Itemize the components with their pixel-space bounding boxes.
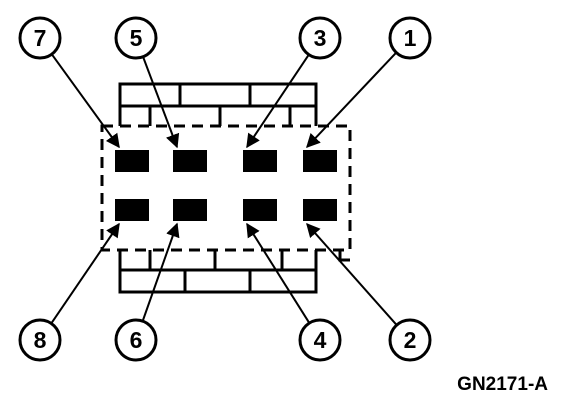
pin-callout-circle — [114, 318, 158, 362]
leader-arrow-pin-5 — [142, 56, 180, 149]
pin-number-label: 2 — [404, 327, 417, 353]
pin-callout-circle — [298, 318, 342, 362]
terminal-pin-5 — [173, 150, 207, 172]
leader-arrow-pin-3 — [246, 54, 310, 149]
terminal-pin-7 — [115, 150, 149, 172]
leader-arrow-pin-8 — [50, 222, 120, 325]
pin-callouts: 7 5 3 1 8 6 4 2 — [18, 16, 432, 362]
terminal-pin-3 — [243, 150, 277, 172]
pin-number-label: 6 — [130, 327, 143, 353]
pin-number-label: 3 — [314, 25, 327, 51]
terminal-pin-8 — [115, 199, 149, 221]
terminal-pin-6 — [173, 199, 207, 221]
pin-number-label: 7 — [34, 25, 47, 51]
pin-callout-circle — [298, 16, 342, 60]
leader-arrow-pin-4 — [246, 222, 311, 324]
pin-callout-4: 4 — [298, 318, 342, 362]
pin-callout-circle — [18, 16, 62, 60]
leader-arrow-pin-7 — [50, 53, 120, 149]
terminal-pin-4 — [243, 199, 277, 221]
figure-code: GN2171-A — [457, 374, 548, 395]
leader-arrow-pin-6 — [141, 222, 180, 322]
pin-callout-1: 1 — [388, 16, 432, 60]
pin-callout-2: 2 — [388, 318, 432, 362]
leader-arrow-pin-2 — [306, 222, 398, 326]
pin-callout-circle — [388, 16, 432, 60]
pin-number-label: 8 — [34, 327, 47, 353]
connector-bottom-latch — [118, 246, 318, 294]
pin-callout-circle — [114, 16, 158, 60]
pin-number-label: 5 — [130, 25, 143, 51]
pin-callout-circle — [18, 318, 62, 362]
terminal-group — [115, 150, 337, 221]
leader-lines — [50, 51, 398, 326]
connector-top-latch — [118, 82, 318, 130]
pin-callout-6: 6 — [114, 318, 158, 362]
pin-callout-3: 3 — [298, 16, 342, 60]
connector-key-notch — [338, 250, 350, 262]
pin-callout-7: 7 — [18, 16, 62, 60]
pin-number-label: 4 — [314, 327, 327, 353]
terminal-pin-2 — [303, 199, 337, 221]
terminal-pin-1 — [303, 150, 337, 172]
pin-callout-circle — [388, 318, 432, 362]
pin-callout-5: 5 — [114, 16, 158, 60]
pin-number-label: 1 — [404, 25, 417, 51]
leader-arrow-pin-1 — [306, 51, 397, 149]
pin-callout-8: 8 — [18, 318, 62, 362]
